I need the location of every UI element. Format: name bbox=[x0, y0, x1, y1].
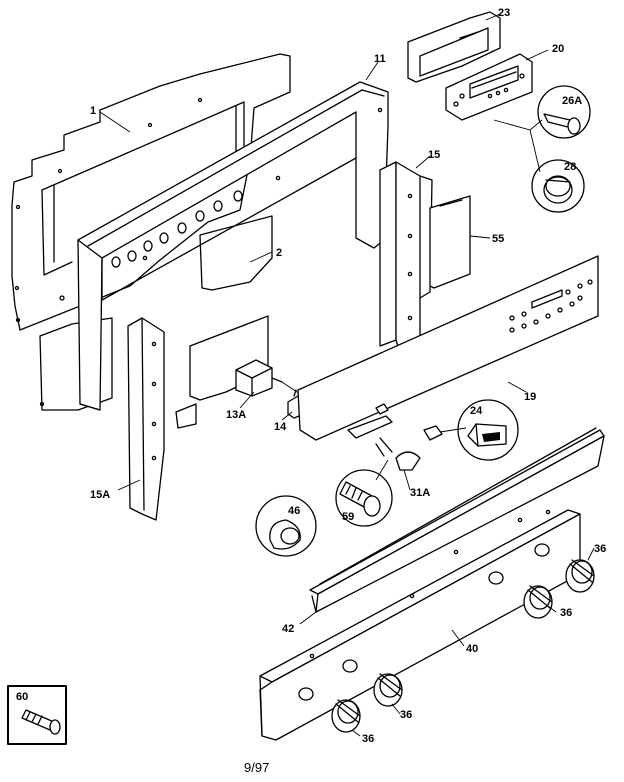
label-13a: 13A bbox=[226, 409, 246, 421]
label-1: 1 bbox=[90, 105, 96, 117]
label-59: 59 bbox=[342, 511, 354, 523]
knob-36-lower-mid bbox=[373, 673, 403, 707]
label-36-b: 36 bbox=[560, 607, 572, 619]
label-36-a: 36 bbox=[594, 543, 606, 555]
revision-date: 9/97 bbox=[244, 760, 269, 775]
label-42: 42 bbox=[282, 623, 294, 635]
part-55-baffle bbox=[429, 195, 471, 289]
callout-labels: 1 2 11 13A 14 15 15A 19 20 23 24 26A 28 … bbox=[16, 7, 606, 775]
label-14: 14 bbox=[274, 421, 287, 433]
label-24: 24 bbox=[470, 405, 483, 417]
part-28-knob-callout bbox=[531, 159, 585, 213]
part-40-front-panel bbox=[259, 509, 581, 741]
label-15: 15 bbox=[428, 149, 440, 161]
rocker-connector bbox=[375, 403, 443, 441]
part-15-right-bracket bbox=[379, 161, 433, 367]
label-46: 46 bbox=[288, 505, 300, 517]
part-24-switch-callout bbox=[457, 399, 519, 461]
knob-36-upper-mid bbox=[523, 585, 553, 619]
knob-36-lower-left bbox=[331, 699, 361, 733]
label-36-d: 36 bbox=[362, 733, 374, 745]
light-socket bbox=[395, 451, 421, 471]
part-46-knob-callout bbox=[255, 495, 317, 557]
part-42-trim-rail bbox=[309, 427, 605, 613]
part-13a-switch bbox=[235, 359, 283, 397]
leader-lines bbox=[99, 13, 595, 737]
part-1-back-panel bbox=[11, 53, 291, 331]
part-59-screw-callout bbox=[335, 469, 393, 527]
label-36-c: 36 bbox=[400, 709, 412, 721]
part-19-control-panel bbox=[297, 255, 599, 441]
label-20: 20 bbox=[552, 43, 564, 55]
knob-36-upper-right bbox=[565, 559, 595, 593]
label-28: 28 bbox=[564, 161, 576, 173]
part-15a-left-bracket bbox=[127, 317, 165, 521]
label-11: 11 bbox=[374, 53, 386, 65]
label-40: 40 bbox=[466, 643, 478, 655]
label-19: 19 bbox=[524, 391, 536, 403]
part-60-screw-box bbox=[7, 685, 67, 745]
part-23-clock-bracket bbox=[407, 11, 501, 83]
part-20-clock-module bbox=[445, 53, 533, 121]
part-11-frame bbox=[77, 81, 389, 411]
label-23: 23 bbox=[498, 7, 510, 19]
label-60: 60 bbox=[16, 691, 28, 703]
label-26a: 26A bbox=[562, 95, 582, 107]
part-26a-screw-callout bbox=[537, 85, 591, 139]
label-15a: 15A bbox=[90, 489, 110, 501]
part-31a-bracket bbox=[347, 415, 393, 457]
label-2: 2 bbox=[276, 247, 282, 259]
label-31a: 31A bbox=[410, 487, 430, 499]
label-55: 55 bbox=[492, 233, 504, 245]
